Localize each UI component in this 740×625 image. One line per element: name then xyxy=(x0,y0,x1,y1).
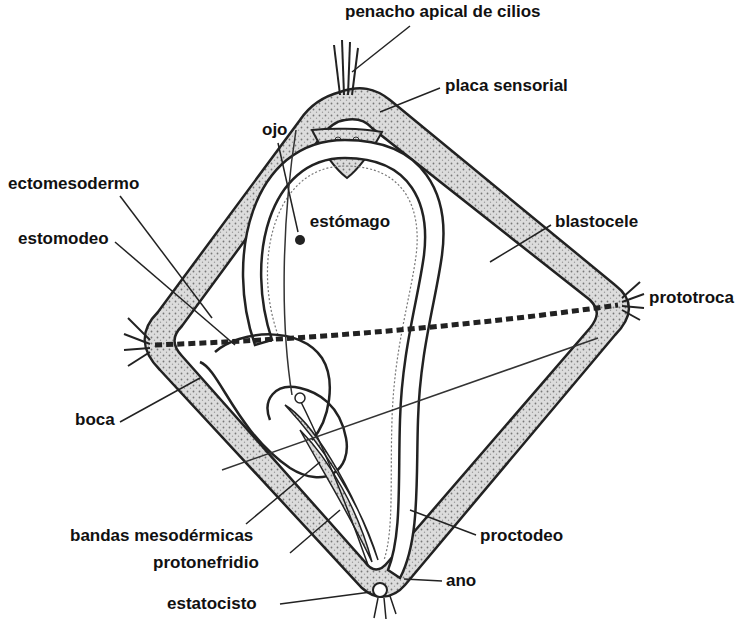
label: ectomesodermo xyxy=(8,174,139,194)
label: ojo xyxy=(262,120,288,140)
statocyst xyxy=(373,583,387,597)
mesoderm-band xyxy=(300,430,372,562)
apical-tuft xyxy=(334,40,358,95)
label: estatocisto xyxy=(167,594,257,614)
label: placa sensorial xyxy=(445,76,568,96)
stomach xyxy=(243,140,443,578)
label: ano xyxy=(446,571,476,591)
label: boca xyxy=(75,410,115,430)
label: blastocele xyxy=(555,212,638,232)
label: prototroca xyxy=(649,288,734,308)
anal-tuft xyxy=(374,596,396,619)
organ-label: estómago xyxy=(310,212,390,232)
protonephridium xyxy=(300,400,368,565)
label: estomodeo xyxy=(18,229,109,249)
prototroch-tuft xyxy=(124,282,644,366)
label: bandas mesodérmicas xyxy=(70,526,253,546)
muscle-strand xyxy=(222,130,598,470)
stomodeum xyxy=(215,334,330,440)
label: protonefridio xyxy=(153,553,259,573)
label: penacho apical de cilios xyxy=(345,2,541,22)
eye xyxy=(295,235,305,245)
leader-line xyxy=(115,26,551,604)
label: proctodeo xyxy=(480,526,563,546)
body-wall xyxy=(145,88,629,596)
prototroch-band xyxy=(155,305,618,345)
flame-cell xyxy=(295,393,305,403)
